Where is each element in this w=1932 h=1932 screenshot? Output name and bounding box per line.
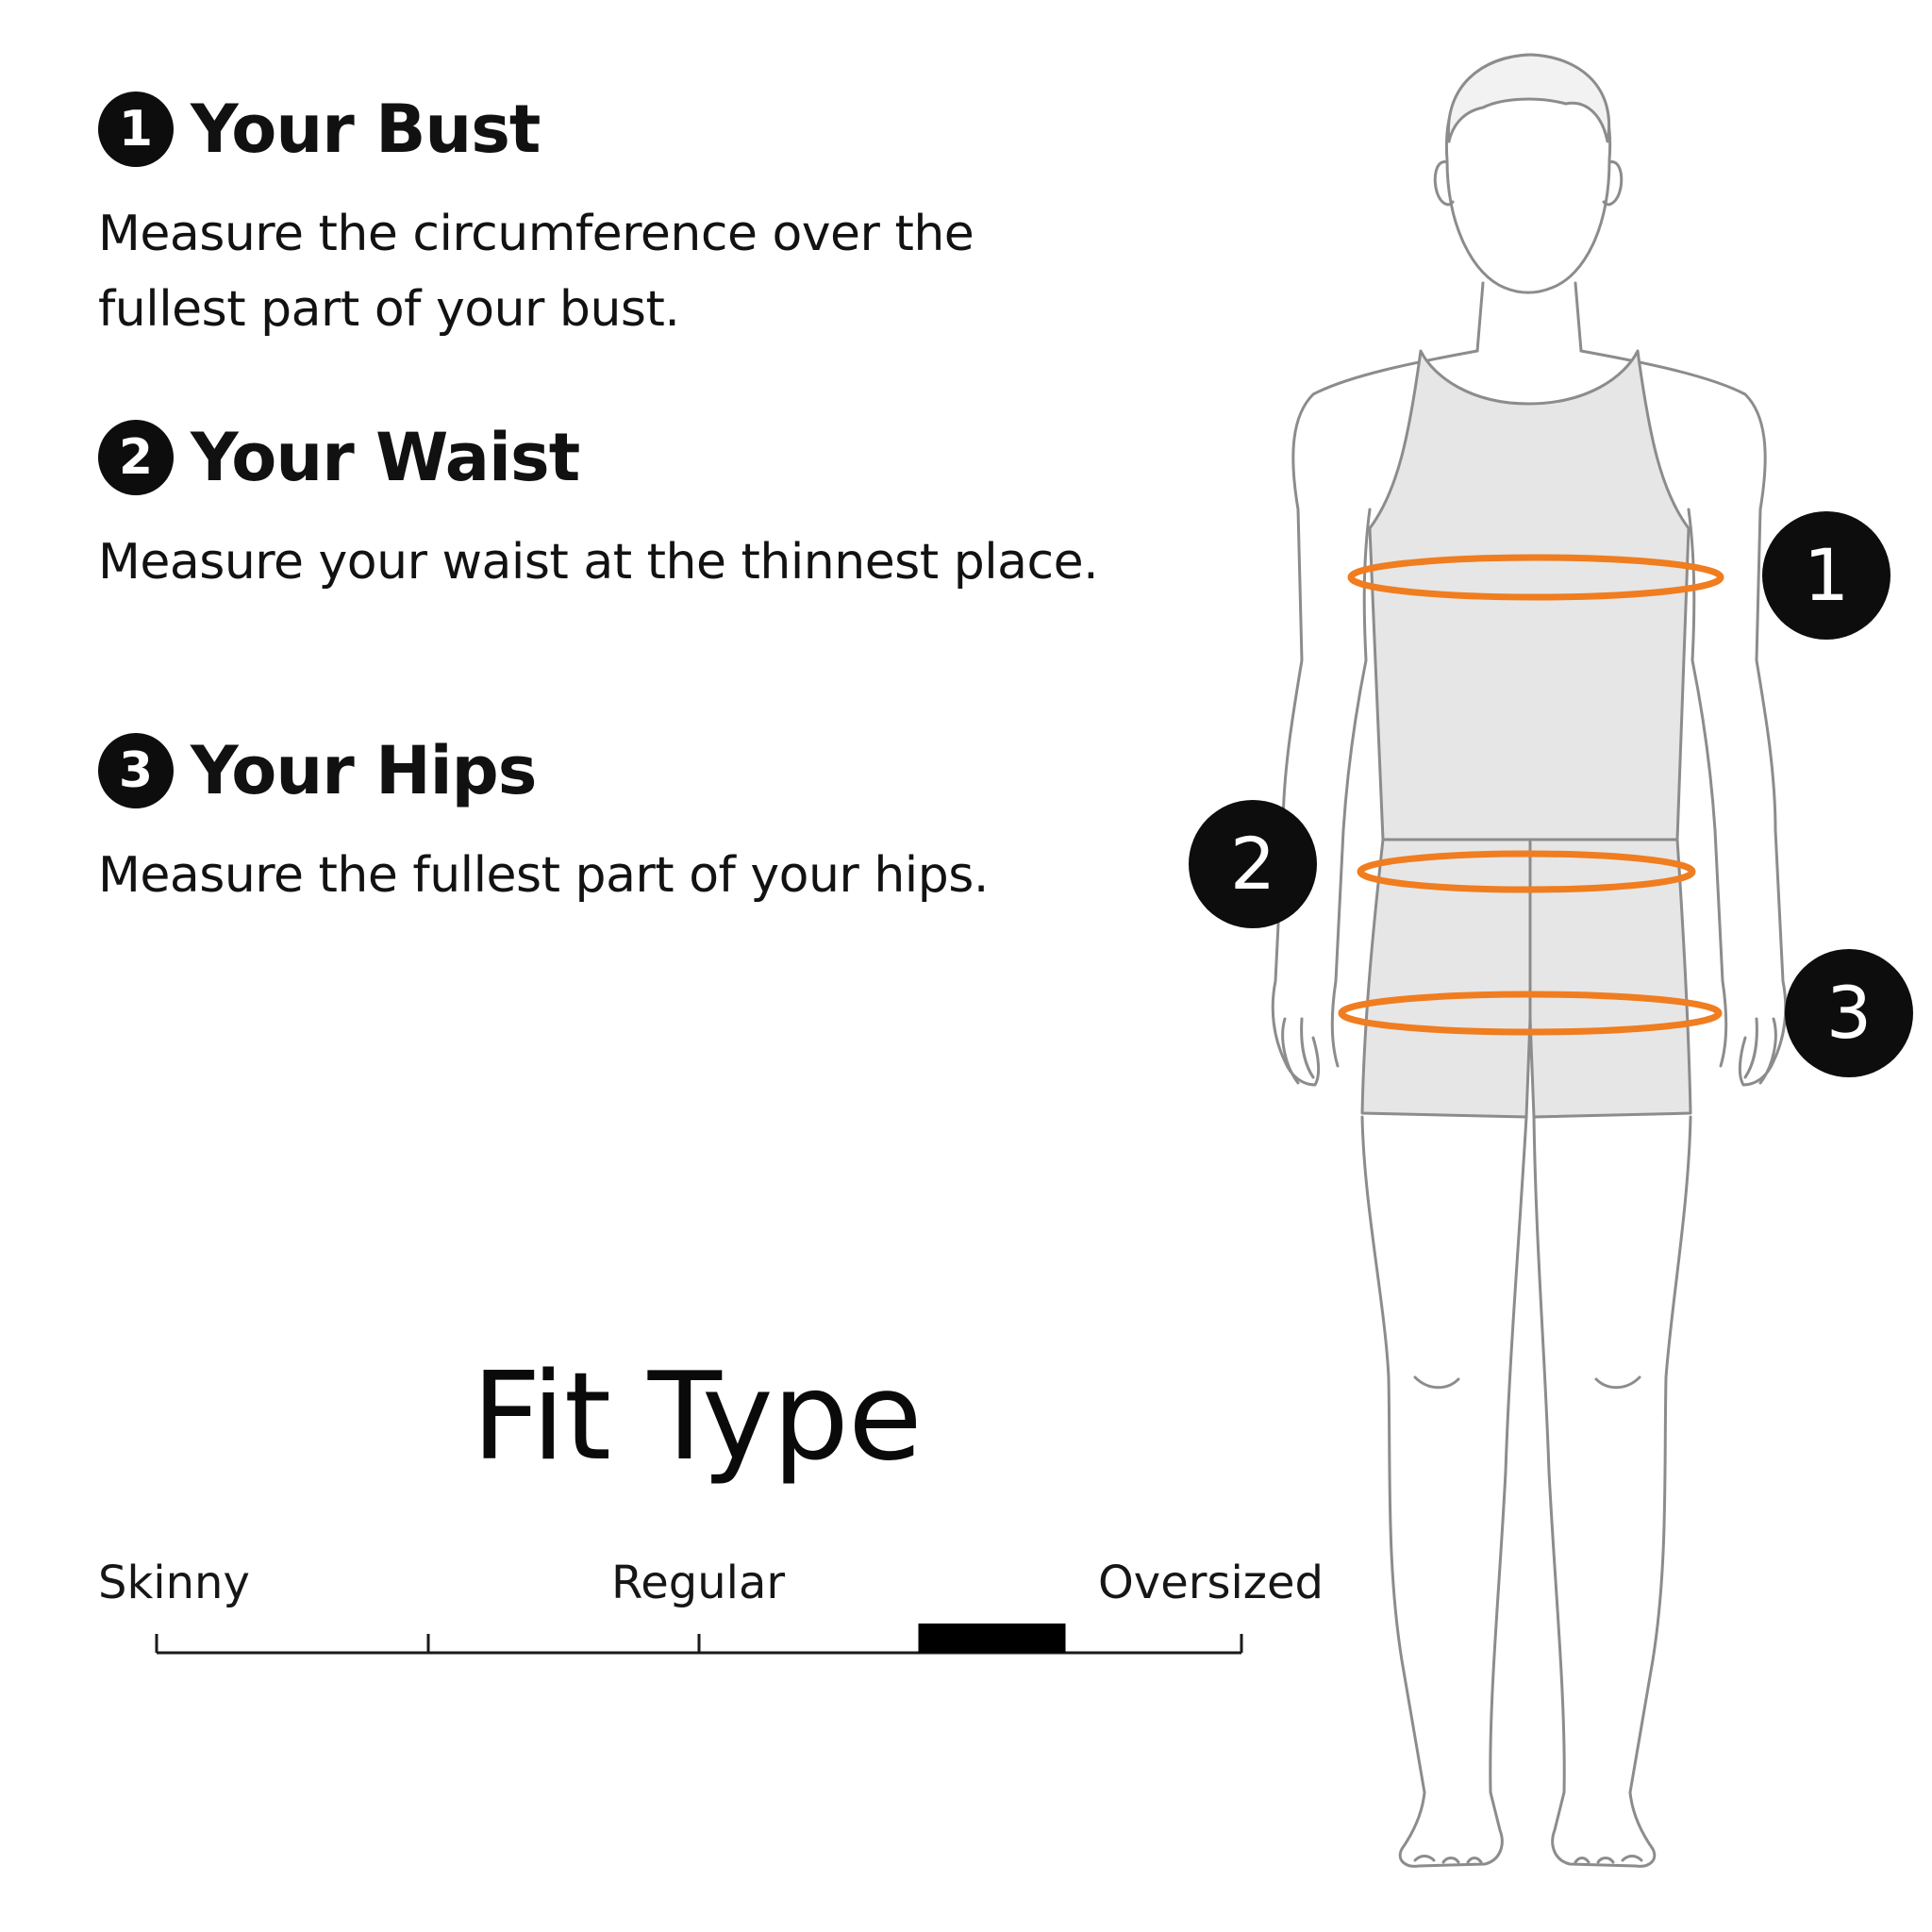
- marker-3: 3: [1785, 949, 1913, 1077]
- step-waist-description: Measure your waist at the thinnest place…: [98, 534, 1099, 591]
- right-ear: [1602, 160, 1624, 207]
- step-hips: 3 Your Hips Measure the fullest part of …: [98, 728, 1268, 913]
- fit-label-regular: Regular: [611, 1557, 786, 1609]
- left-hand: [1281, 1017, 1315, 1085]
- left-ear: [1433, 160, 1455, 207]
- shorts: [1360, 838, 1692, 1119]
- left-toes: [1413, 1855, 1483, 1864]
- marker-1: 1: [1762, 511, 1890, 640]
- marker-2-label: 2: [1230, 822, 1275, 906]
- step-bust-title: Your Bust: [191, 91, 541, 168]
- right-knee: [1594, 1375, 1641, 1390]
- waist-measuring-tape: [1357, 850, 1696, 893]
- marker-3-label: 3: [1826, 971, 1872, 1055]
- right-hand: [1743, 1017, 1777, 1085]
- hair-outline: [1446, 53, 1610, 143]
- marker-1-label: 1: [1804, 533, 1849, 617]
- number-badge-1: 1: [98, 92, 174, 167]
- fit-label-oversized: Oversized: [1098, 1557, 1324, 1609]
- fit-type-scale: [155, 1624, 1243, 1655]
- number-badge-3: 3: [98, 733, 174, 808]
- number-badge-2: 2: [98, 420, 174, 495]
- step-waist: 2 Your Waist Measure your waist at the t…: [98, 415, 1268, 600]
- body-figure-illustration: 1 2 3: [1189, 53, 1913, 1868]
- right-arm-outline: [1579, 349, 1788, 1087]
- left-leg: [1360, 1115, 1528, 1868]
- step-bust-header: 1 Your Bust: [98, 87, 1268, 172]
- right-leg: [1532, 1115, 1692, 1868]
- left-arm-inner: [1330, 508, 1372, 1068]
- step-waist-header: 2 Your Waist: [98, 415, 1268, 500]
- fit-label-skinny: Skinny: [98, 1557, 250, 1609]
- hips-measuring-tape: [1338, 991, 1723, 1036]
- left-arm-outline: [1271, 349, 1479, 1087]
- fit-level-indicator: [918, 1624, 1066, 1653]
- step-waist-title: Your Waist: [191, 419, 580, 496]
- neck: [1475, 281, 1583, 353]
- left-knee: [1413, 1375, 1460, 1390]
- step-bust-description: Measure the circumference over the fulle…: [98, 206, 974, 338]
- right-arm-inner: [1687, 508, 1728, 1068]
- step-hips-title: Your Hips: [191, 732, 537, 809]
- marker-2: 2: [1189, 800, 1317, 928]
- right-toes: [1574, 1855, 1643, 1864]
- bust-measuring-tape: [1347, 554, 1724, 601]
- step-bust: 1 Your Bust Measure the circumference ov…: [98, 87, 1268, 347]
- fit-type-title: Fit Type: [472, 1347, 923, 1488]
- step-hips-description: Measure the fullest part of your hips.: [98, 847, 989, 904]
- step-hips-header: 3 Your Hips: [98, 728, 1268, 813]
